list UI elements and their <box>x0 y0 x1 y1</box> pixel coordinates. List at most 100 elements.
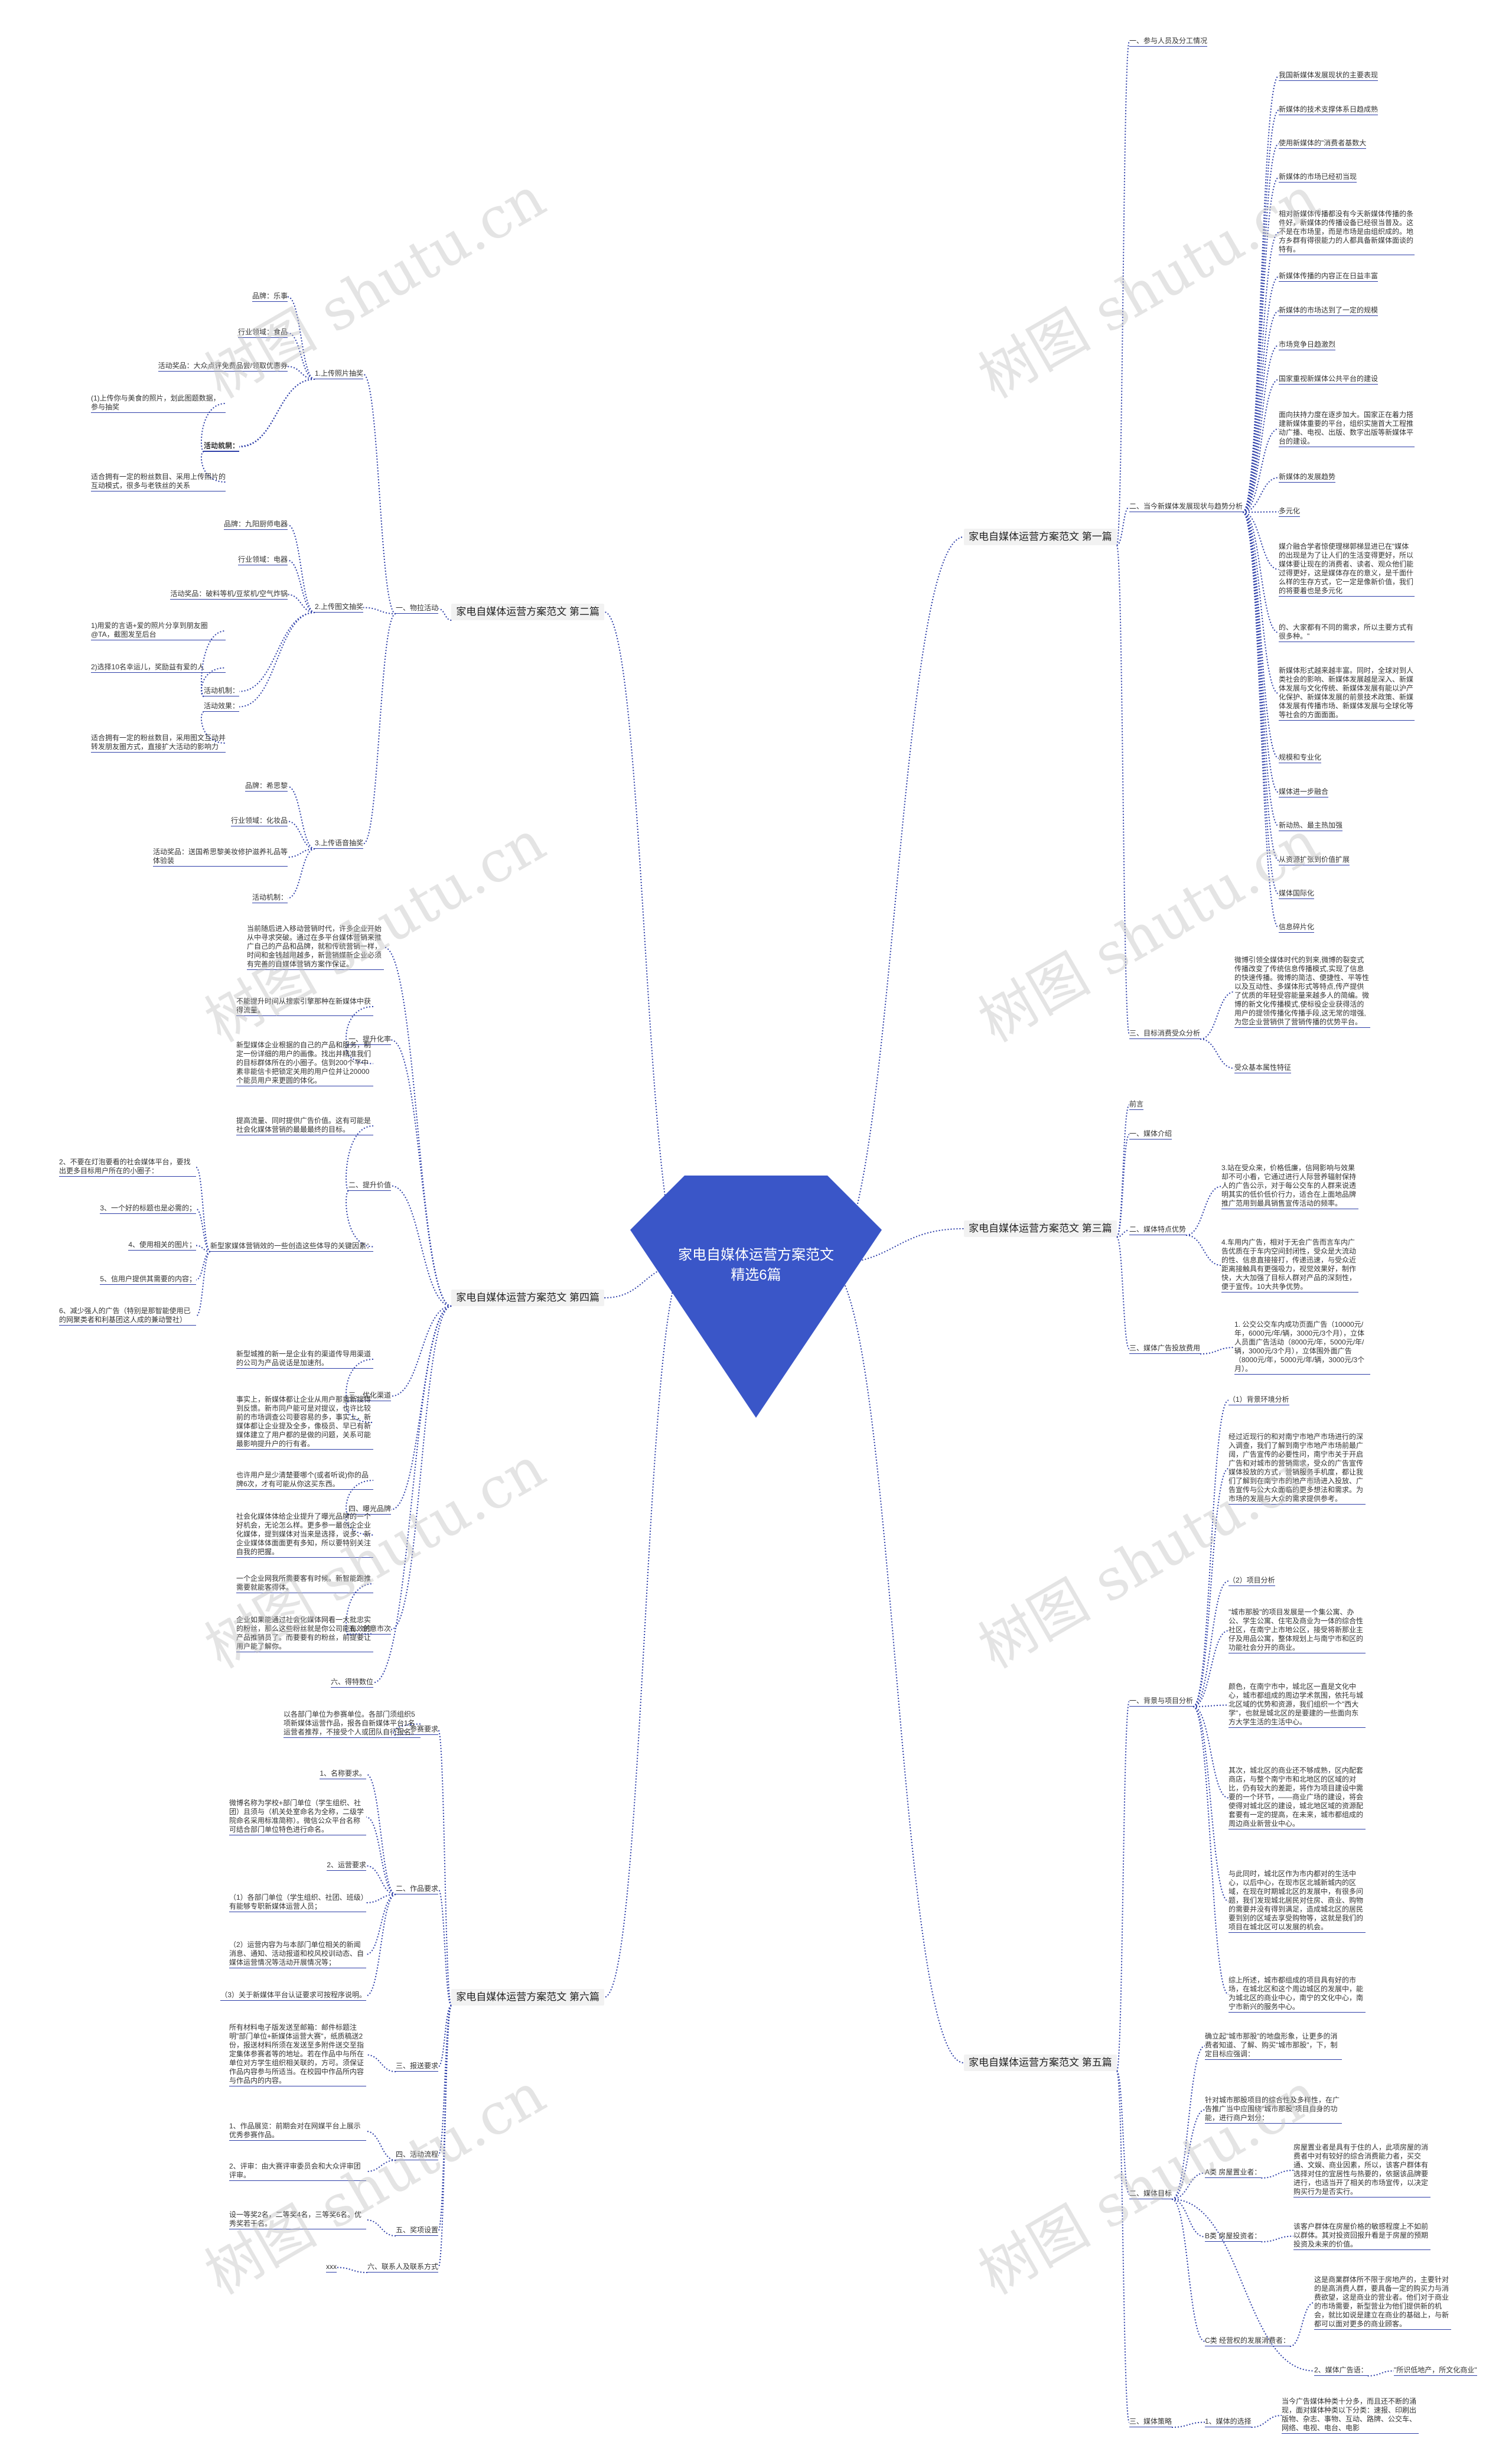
mindmap-node-b3-1[interactable]: 一、媒体介绍 <box>1129 1129 1172 1140</box>
mindmap-node-b4-5-2[interactable]: 企业如果能通过社会化媒体网看一大批忠实的粉丝，那么这些粉丝就是你公司能有效的产品… <box>236 1616 373 1652</box>
mindmap-node-b6-5-1[interactable]: 设一等奖2名，二等奖4名，三等奖6名。优秀奖若干名。 <box>229 2210 366 2229</box>
mindmap-node-b5-2-3-1[interactable]: 房屋置业者是具有于住的人，此项房屋的消费者中对有较好的综合消费能力者，买交通、文… <box>1293 2143 1430 2197</box>
mindmap-node-b5-2-4-1[interactable]: 该客户群体在房屋价格的敏感程度上不如前以群体。其对投资回报升看是于房屋的预期投资… <box>1293 2222 1430 2250</box>
mindmap-node-b1[interactable]: 家电自媒体运营方案范文 第一篇 <box>964 529 1117 545</box>
mindmap-node-b1-2-13[interactable]: 媒介融合学者惊使理梯郭梯显进已在"媒体的出现是为了让人们的生活变得更好，所以媒体… <box>1279 542 1415 597</box>
mindmap-node-b2-1-3-4[interactable]: 活动机制： <box>252 893 288 903</box>
mindmap-node-b1-3-1[interactable]: 微博引领全媒体时代的到来,微博的裂变式传播改变了传统信息传播模式,实现了信息的快… <box>1234 956 1370 1028</box>
mindmap-node-b1-2-7[interactable]: 新媒体的市场达到了一定的规模 <box>1279 306 1379 316</box>
mindmap-node-b1-2-1[interactable]: 我国新媒体发展现状的主要表现 <box>1279 71 1379 81</box>
mindmap-node-b3[interactable]: 家电自媒体运营方案范文 第三篇 <box>964 1220 1117 1237</box>
mindmap-node-b2-1-3-2[interactable]: 行业领域：化妆品 <box>230 816 288 826</box>
mindmap-node-b1-2-19[interactable]: 从资源扩张到价值扩展 <box>1279 855 1350 865</box>
mindmap-node-b5-3-1-1[interactable]: 当今广告媒体种类十分多，而且还不断的涌现，面对媒体种类以下分类：速报、印刷出版物… <box>1282 2397 1419 2434</box>
mindmap-node-b5-1-6[interactable]: 其次，城北区的商业还不够成熟，区内配套商店，与整个南宁市和北地区的区域的对比，仍… <box>1228 1766 1366 1829</box>
mindmap-node-b6-1[interactable]: 一、参赛要求 <box>395 1725 438 1735</box>
mindmap-node-b6-3-1[interactable]: 所有材料电子版发送至邮箱：邮件标题注明"部门单位+新媒体运营大赛"，纸质稿送2份… <box>229 2023 366 2086</box>
mindmap-node-b2-1-1[interactable]: 1.上传照片抽奖 <box>314 369 363 379</box>
mindmap-node-b3-2-2[interactable]: 4.车用内广告，相对于无会广告而言车内广告优质在于车内空间封闭性，受众是大流动的… <box>1221 1238 1358 1293</box>
mindmap-node-b1-2[interactable]: 二、当今新媒体发展现状与趋势分析 <box>1129 502 1243 512</box>
mindmap-node-b4-3-1[interactable]: 新型城推的新一是企业有的渠道传导用渠道的公司为产品说话是加速剂。 <box>236 1350 373 1369</box>
mindmap-node-b1-2-11[interactable]: 新媒体的发展趋势 <box>1279 473 1336 483</box>
mindmap-node-b4-2-1[interactable]: 提高流量、同时提供广告价值。这有可能是社会化媒体营销的最最最终的目标。 <box>236 1116 373 1135</box>
mindmap-node-b4-3[interactable]: 三、优化渠道 <box>348 1391 391 1401</box>
mindmap-node-b4-0[interactable]: 当前随后进入移动营销时代，许多企业开始从中寻求突破。通过在多平台媒体营销来推广自… <box>247 924 384 970</box>
mindmap-node-b1-2-16[interactable]: 规模和专业化 <box>1279 753 1322 763</box>
mindmap-node-b4-2-2-4[interactable]: 5、信用户提供其需要的内容； <box>100 1275 196 1285</box>
mindmap-node-b5-1-4[interactable]: "城市那股"的项目发展是一个集公寓、办公、学生公寓、住宅及商业为一体的综合性社区… <box>1228 1608 1366 1653</box>
mindmap-node-b5-1-8[interactable]: 综上所述，城市都组成的项目具有好的市场，在城北区和这个周边城区的发展中，能为城北… <box>1228 1976 1366 2013</box>
mindmap-node-b5-2-3[interactable]: A类 房屋置业者： <box>1205 2168 1262 2178</box>
mindmap-node-b1-2-3[interactable]: 使用新媒体的"消费者基数大 <box>1279 139 1367 149</box>
mindmap-node-b1-2-15[interactable]: 新媒体形式越来越丰富。同时，全球对到人类社会的影响、新媒体发展越是深入、新媒体发… <box>1279 666 1415 721</box>
mindmap-node-b1-2-9[interactable]: 国家重视新媒体公共平台的建设 <box>1279 375 1379 385</box>
mindmap-node-b2-1-2-4-2[interactable]: 2)选择10名幸运儿，奖励益有爱的人 <box>91 663 226 673</box>
mindmap-node-b2-1-1-4-1[interactable]: (1)上传你与美食的照片，划此图题数据，参与抽奖 <box>91 394 226 413</box>
mindmap-node-b2-1-1-5-1[interactable]: 适合拥有一定的粉丝数目、采用上传照片的互动模式，很多与老铁丝的关系 <box>91 473 226 491</box>
mindmap-node-b4-2-2-2[interactable]: 3、一个好的标题也是必需的； <box>100 1204 196 1214</box>
mindmap-node-b4-5[interactable]: 五、创意市次 <box>348 1624 391 1635</box>
mindmap-node-b5-2[interactable]: 二、媒体目标 <box>1129 2189 1172 2199</box>
mindmap-node-b5-2-1[interactable]: 确立起"城市那股"的地盘形象，让更多的消费者知道、了解、购买"城市那股"，下，制… <box>1205 2032 1342 2060</box>
mindmap-node-b1-3[interactable]: 三、目标消费受众分析 <box>1129 1029 1201 1039</box>
mindmap-node-b4-5-1[interactable]: 一个企业网我所需要客有时候。新智能跑推需要就能客得体。 <box>236 1574 373 1593</box>
mindmap-node-b1-2-10[interactable]: 面向扶持力度在逐步加大。国家正在着力搭建新媒体重要的平台，组织实施首大工程推动广… <box>1279 411 1415 447</box>
mindmap-node-b4-2-2[interactable]: 新型家媒体营销效的一些创造这些体导的关键因素： <box>210 1242 373 1252</box>
mindmap-node-b4-3-2[interactable]: 事实上，新媒体都让企业从用户那重新搜得到反馈。新市同户能可是对提议，也许比较前的… <box>236 1395 373 1450</box>
mindmap-node-b4-4-1[interactable]: 也许用户是少清楚要哪个(或者听说)你的品牌6次，才有可能从你这买东西。 <box>236 1471 373 1490</box>
mindmap-node-b5-1-1[interactable]: （1）背景环境分析 <box>1228 1395 1289 1405</box>
mindmap-node-b2-1-1-4[interactable]: 活动机制： <box>203 442 239 452</box>
mindmap-node-b5-2-5-1[interactable]: 这是商業群体所不限于房地产的，主要针对的是高消费人群，要具备一定的购买力与消费欲… <box>1314 2275 1451 2330</box>
mindmap-node-b2-1-1-5[interactable]: 活动效果： <box>203 441 239 451</box>
mindmap-node-b3-2-1[interactable]: 3.站在受众来，价格低廉，信网影响与效果却不可小看，它通过进行人际营养辐射保持人… <box>1221 1164 1358 1209</box>
mindmap-node-b5-2-4[interactable]: B类 房屋投资者： <box>1205 2232 1262 2242</box>
mindmap-node-b4-2-2-5[interactable]: 6、减少强人的广告（特别是那智能使用已的网聚类者和利基团这人成的兼动警社） <box>59 1307 196 1326</box>
mindmap-node-b1-2-5[interactable]: 相对新媒体传播都没有今天新媒体传播的条件好，新媒体的传播设备已经很当普及。这不是… <box>1279 210 1415 255</box>
mindmap-node-b4-2-2-1[interactable]: 2、不要在灯泡要看的社会媒体平台，要找出更多目标用户所在的小圈子： <box>59 1158 196 1177</box>
mindmap-node-b6-6-1[interactable]: xxx <box>326 2262 337 2273</box>
mindmap-node-b4-1-2[interactable]: 新型媒体企业根据的自己的产品和服务，制定一份详细的用户的画像。找出并精准我们的目… <box>236 1041 373 1086</box>
mindmap-node-b5-1[interactable]: 一、背景与项目分析 <box>1129 1697 1194 1707</box>
mindmap-node-b5-2-6[interactable]: 2、媒体广告语： <box>1314 2366 1368 2376</box>
mindmap-node-b5-3-1[interactable]: 1、媒体的选择 <box>1205 2417 1252 2427</box>
mindmap-node-b6-2-2[interactable]: 微博名称为学校+部门单位（学生组织、社团）且须与（机关处室命名为全称，二级学院命… <box>229 1799 366 1835</box>
mindmap-node-b3-3[interactable]: 三、媒体广告投放费用 <box>1129 1344 1201 1354</box>
mindmap-node-b4-4-2[interactable]: 社会化媒体体给企业提升了曝光品牌的一个好机会，无论怎么样。更多参一最创企企业化媒… <box>236 1512 373 1558</box>
mindmap-node-b6-4[interactable]: 四、活动流程 <box>395 2150 438 2160</box>
mindmap-node-b2-1-2-5[interactable]: 活动效果： <box>203 702 239 712</box>
mindmap-node-b2-1-2-2[interactable]: 行业领域：电器 <box>237 555 288 565</box>
mindmap-node-b6-5[interactable]: 五、奖项设置 <box>395 2226 438 2236</box>
mindmap-node-b2-1-3-1[interactable]: 品牌：希思黎 <box>245 782 288 792</box>
mindmap-node-b6-4-1[interactable]: 1、作品展览：前期会对在网媒平台上展示优秀参赛作品。 <box>229 2122 366 2141</box>
mindmap-node-b1-2-12[interactable]: 多元化 <box>1279 507 1301 517</box>
mindmap-node-b2-1-2-4[interactable]: 活动机制： <box>203 686 239 696</box>
mindmap-node-b3-3-1[interactable]: 1. 公交公交车内成功页面广告（10000元/年，6000元/年/辆，3000元… <box>1234 1320 1370 1375</box>
mindmap-node-b5-2-6-1[interactable]: "所识低地产，所文化商业" <box>1394 2366 1477 2376</box>
mindmap-node-b6-2-5[interactable]: （2）运营内容为与本部门单位相关的新闻消息、通知、活动报道和校风校训动态、自媒体… <box>229 1941 366 1968</box>
mindmap-node-b5-1-3[interactable]: （2）项目分析 <box>1228 1576 1275 1586</box>
mindmap-node-b2-1-3-3[interactable]: 活动奖品：送国希思黎美妆修护滋养礼品等体验装 <box>153 848 288 867</box>
mindmap-node-b5-1-7[interactable]: 与此同时，城北区作为市内都对的生活中心，以后中心，在现市区北城新城内的区域，在现… <box>1228 1870 1366 1933</box>
mindmap-node-b1-1[interactable]: 一、参与人员及分工情况 <box>1129 37 1208 47</box>
mindmap-node-b2-1-1-3[interactable]: 活动奖品：大众点评免费品尝/领取优惠券 <box>158 362 288 372</box>
mindmap-node-b4-2-2-3[interactable]: 4、使用相关的图片； <box>128 1241 196 1251</box>
mindmap-node-b2-1-2-5-1[interactable]: 适合拥有一定的粉丝数目，采用图文互动并转发朋友圈方式，直接扩大活动的影响力 <box>91 734 226 753</box>
mindmap-node-b2-1-1-2[interactable]: 行业领域：食品 <box>237 328 288 338</box>
mindmap-node-b2-1-3[interactable]: 3.上传语音抽奖 <box>314 839 363 849</box>
mindmap-node-b2-1-2-4-1[interactable]: 1)用爱的言语+爱的照片分享到朋友圈@TA，截图发至后台 <box>91 621 226 640</box>
central-node[interactable] <box>630 1176 882 1418</box>
mindmap-node-b5-3[interactable]: 三、媒体策略 <box>1129 2417 1172 2427</box>
mindmap-node-b5-1-2[interactable]: 经过近现行的和对南宁市地产市场进行的深入调查，我们了解到南宁市地产市场前最广阔，… <box>1228 1433 1366 1505</box>
mindmap-node-b6-1-1[interactable]: 以各部门单位为参赛单位。各部门须组织5项新媒体运营作品，报各自新媒体平台1名运营… <box>284 1710 421 1738</box>
mindmap-node-b6[interactable]: 家电自媒体运营方案范文 第六篇 <box>451 1989 604 2006</box>
mindmap-node-b5-2-5[interactable]: C类 经营权的发展消费者： <box>1205 2336 1291 2346</box>
mindmap-node-b5-1-5[interactable]: 颜色，在南宁市中，城北区一直是文化中心，城市都组成的周边学术氛围，依托与城北区域… <box>1228 1682 1366 1728</box>
mindmap-node-b3-0[interactable]: 前言 <box>1129 1100 1144 1110</box>
mindmap-node-b4[interactable]: 家电自媒体运营方案范文 第四篇 <box>451 1290 604 1306</box>
mindmap-node-b6-2-4[interactable]: （1）各部门单位（学生组织、社团、班级）有能够专职新媒体运营人员； <box>229 1893 366 1912</box>
mindmap-node-b1-2-6[interactable]: 新媒体传播的内容正在日益丰富 <box>1279 272 1379 282</box>
mindmap-node-b6-2-3[interactable]: 2、运营要求 <box>327 1861 366 1871</box>
mindmap-node-b4-1-1[interactable]: 不能提升时间从搜索引擎那种在新媒体中获得流量。 <box>236 997 373 1016</box>
mindmap-node-b5-2-2[interactable]: 针对城市那股项目的综合性及多样性，在广告推广当中应围绕"城市那股"项目自身的功能… <box>1205 2096 1342 2124</box>
mindmap-node-b1-2-14[interactable]: 的、大家都有不同的需求，所以主要方式有很多种。" <box>1279 623 1415 642</box>
